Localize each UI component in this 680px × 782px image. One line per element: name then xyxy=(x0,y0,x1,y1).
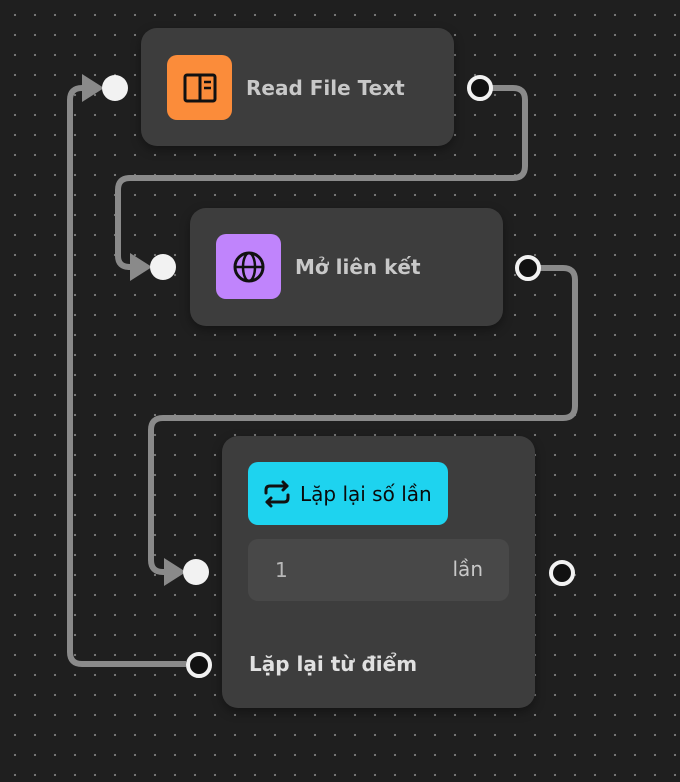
node-title: Lặp lại số lần xyxy=(300,481,432,506)
wire-loop-back-to-read-file[interactable] xyxy=(67,85,186,667)
output-handle-read-file[interactable] xyxy=(467,75,493,101)
book-panel-icon xyxy=(183,73,216,102)
output-handle-open-link[interactable] xyxy=(515,255,541,281)
node-icon-badge xyxy=(216,234,281,299)
repeat-count-unit: lần xyxy=(452,557,484,581)
node-icon-badge xyxy=(167,55,232,120)
node-title: Read File Text xyxy=(246,75,405,100)
repeat-count-input[interactable]: 1 lần xyxy=(248,539,509,601)
node-open-link[interactable]: Mở liên kết xyxy=(190,208,503,326)
repeat-from-label: Lặp lại từ điểm xyxy=(249,652,418,676)
output-handle-loop[interactable] xyxy=(549,560,575,586)
input-handle-loop[interactable] xyxy=(183,559,209,585)
wire-arrow-open-link xyxy=(130,253,152,281)
wire-arrow-read-file xyxy=(82,74,104,102)
repeat-icon xyxy=(264,480,290,507)
node-read-file-text[interactable]: Read File Text xyxy=(141,28,454,146)
loop-node-header: Lặp lại số lần xyxy=(248,462,448,525)
node-header: Read File Text xyxy=(167,55,405,120)
repeat-count-value: 1 xyxy=(275,558,288,582)
repeat-from-handle[interactable] xyxy=(186,652,212,678)
node-header: Mở liên kết xyxy=(216,234,421,299)
input-handle-open-link[interactable] xyxy=(150,254,176,280)
node-title: Mở liên kết xyxy=(295,254,421,279)
wire-open-link-to-loop[interactable] xyxy=(148,265,578,575)
wire-read-file-to-open-link[interactable] xyxy=(115,85,528,270)
wire-arrow-loop xyxy=(164,558,186,586)
globe-icon xyxy=(233,251,264,282)
input-handle-read-file[interactable] xyxy=(102,75,128,101)
